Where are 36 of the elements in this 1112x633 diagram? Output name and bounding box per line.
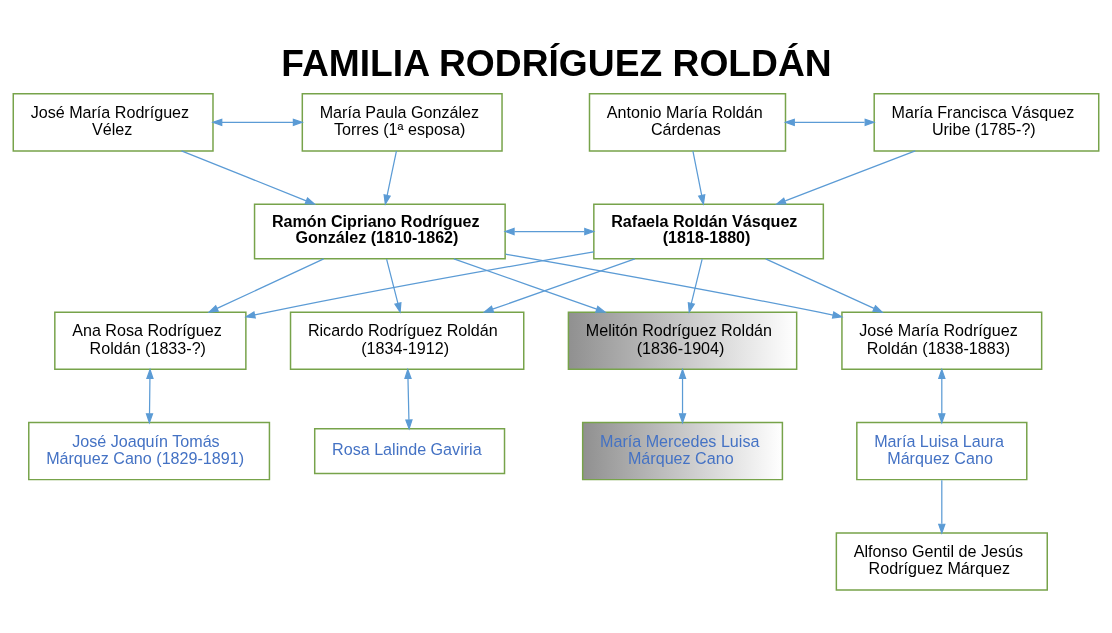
arrow (453, 258, 607, 313)
arrow (383, 150, 398, 206)
arrow (503, 227, 596, 236)
arrow (783, 118, 876, 127)
arrow (145, 367, 154, 425)
node-box: María Luisa Laura Márquez Cano (856, 421, 1028, 481)
node-box: María Paula González Torres (1ª esposa) (301, 93, 503, 152)
arrow (180, 150, 317, 205)
arrow (692, 150, 706, 206)
arrow (937, 479, 946, 535)
arrow (774, 150, 916, 205)
node-box: José María Rodríguez Roldán (1838-1883) (841, 311, 1043, 370)
node-box: Rosa Lalinde Gaviria (313, 428, 506, 475)
diagram-title: FAMILIA RODRÍGUEZ ROLDÁN (281, 42, 832, 85)
node-box: Rafaela Roldán Vásquez (1818-1880) (593, 203, 825, 260)
node-box: Alfonso Gentil de Jesús Rodríguez Márquez (835, 532, 1048, 591)
arrow (765, 258, 884, 313)
node-box: Antonio María Roldán Cárdenas (588, 93, 787, 152)
arrow (678, 367, 687, 425)
node-box: María Francisca Vásquez Uribe (1785-?) (873, 93, 1100, 152)
node-box: José Joaquín Tomás Márquez Cano (1829-1891) (28, 421, 271, 481)
arrow (687, 258, 703, 314)
arrow (404, 367, 413, 431)
arrow (482, 258, 636, 313)
arrow (207, 258, 325, 313)
node-box: Ricardo Rodríguez Roldán (1834-1912) (289, 311, 525, 370)
arrow (211, 118, 304, 127)
node-box: José María Rodríguez Vélez (12, 93, 214, 152)
node-box: Melitón Rodríguez Roldán (1836-1904) (567, 311, 798, 370)
arrow (937, 367, 946, 425)
arrow (385, 258, 402, 314)
arrow (504, 253, 844, 319)
node-box: Ana Rosa Rodríguez Roldán (1833-?) (54, 311, 247, 370)
arrow (244, 251, 595, 319)
node-box: Ramón Cipriano Rodríguez González (1810-1862) (253, 203, 506, 260)
node-box: María Mercedes Luisa Márquez Cano (581, 421, 784, 481)
